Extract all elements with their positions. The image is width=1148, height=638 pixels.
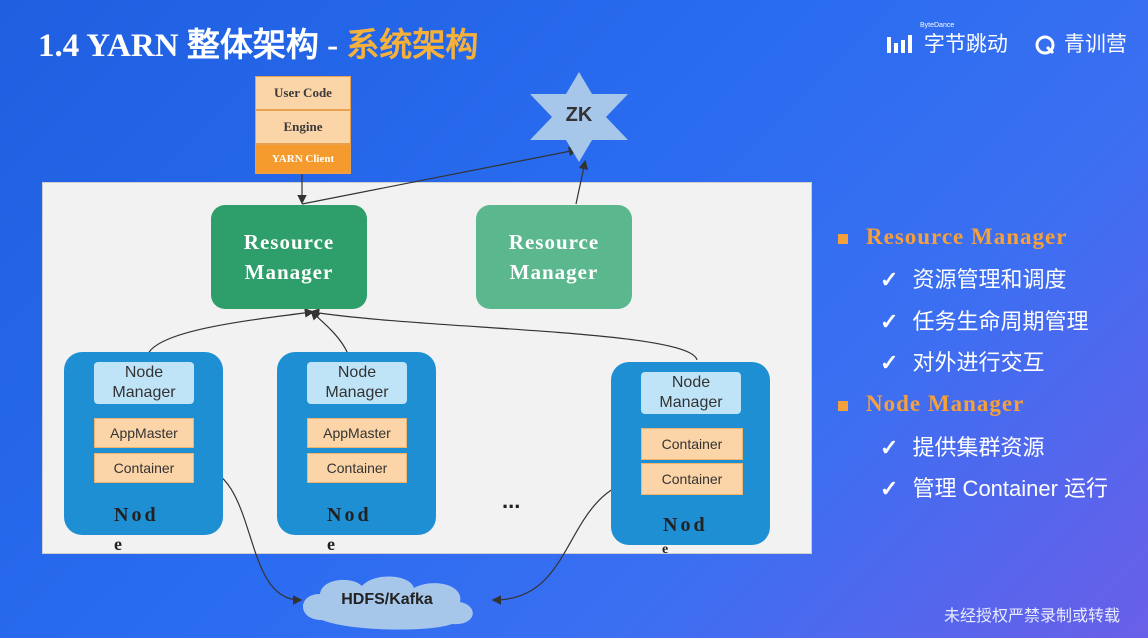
rm-item-2-text: 任务生命周期管理 bbox=[912, 309, 1089, 334]
check-icon: ✓ bbox=[880, 350, 899, 375]
nm-item-2: ✓ 管理 Container 运行 bbox=[880, 471, 1108, 503]
yarn-client-box: YARN Client bbox=[255, 144, 351, 174]
bullet-square-icon bbox=[838, 400, 848, 411]
star-icon bbox=[530, 72, 628, 162]
check-icon: ✓ bbox=[880, 309, 899, 334]
title-accent: 系统架构 bbox=[346, 28, 479, 64]
resource-manager-active: Resource Manager bbox=[211, 205, 367, 309]
rm-item-2: ✓ 任务生命周期管理 bbox=[880, 304, 1088, 336]
rm-item-3-text: 对外进行交互 bbox=[912, 350, 1045, 375]
check-icon: ✓ bbox=[880, 267, 899, 292]
resource-manager-standby: Resource Manager bbox=[476, 205, 632, 309]
node-label-1: Nod bbox=[114, 504, 159, 526]
bullet-square-icon bbox=[838, 233, 848, 244]
node-label-3b: e bbox=[662, 542, 672, 557]
bytedance-logo: ByteDance 字节跳动 bbox=[886, 22, 1008, 58]
nm-header: Node Manager bbox=[838, 391, 1024, 417]
node-label-2b: e bbox=[327, 534, 338, 554]
rm-item-1-text: 资源管理和调度 bbox=[912, 267, 1067, 292]
hdfs-kafka-storage: HDFS/Kafka bbox=[292, 572, 482, 630]
node-3: Node Manager Container Container Nod bbox=[611, 362, 770, 545]
appmaster-1: AppMaster bbox=[94, 418, 194, 448]
rm-header: Resource Manager bbox=[838, 224, 1067, 250]
brand-camp: 青训营 bbox=[1063, 33, 1127, 56]
bytedance-logo-icon bbox=[887, 35, 912, 54]
node-label-2: Nod bbox=[327, 504, 372, 526]
node-2: Node Manager AppMaster Container Nod bbox=[277, 352, 436, 535]
node-manager-2: Node Manager bbox=[307, 362, 407, 404]
check-icon: ✓ bbox=[880, 435, 899, 460]
camp-logo-icon bbox=[1035, 35, 1055, 55]
node-label-3: Nod bbox=[663, 514, 708, 536]
container-2: Container bbox=[307, 453, 407, 483]
container-1: Container bbox=[94, 453, 194, 483]
rm-item-1: ✓ 资源管理和调度 bbox=[880, 262, 1066, 294]
yarn-client-stack: User Code Engine YARN Client bbox=[255, 76, 351, 174]
zookeeper-node: ZK bbox=[530, 72, 628, 162]
title-main: 1.4 YARN 整体架构 - bbox=[38, 28, 347, 64]
hdfs-label: HDFS/Kafka bbox=[341, 591, 433, 608]
more-nodes-ellipsis: ... bbox=[502, 488, 521, 513]
node-label-1b: e bbox=[114, 534, 125, 554]
node-manager-1: Node Manager bbox=[94, 362, 194, 404]
nm-item-1-text: 提供集群资源 bbox=[912, 435, 1045, 460]
container-3a: Container bbox=[641, 428, 743, 460]
zk-label: ZK bbox=[565, 104, 593, 126]
nm-item-1: ✓ 提供集群资源 bbox=[880, 430, 1044, 462]
nm-header-text: Node Manager bbox=[866, 391, 1025, 416]
engine-box: Engine bbox=[255, 110, 351, 144]
copyright-notice: 未经授权严禁录制或转载 bbox=[943, 608, 1120, 625]
page-title: 1.4 YARN 整体架构 - 系统架构 bbox=[38, 18, 478, 66]
container-3b: Container bbox=[641, 463, 743, 495]
cloud-icon bbox=[302, 576, 473, 630]
camp-logo: 青训营 bbox=[1034, 28, 1127, 58]
brand-bytedance: 字节跳动 bbox=[923, 33, 1008, 56]
rm-header-text: Resource Manager bbox=[866, 224, 1068, 249]
check-icon: ✓ bbox=[880, 476, 899, 501]
user-code-box: User Code bbox=[255, 76, 351, 110]
node-1: Node Manager AppMaster Container Nod bbox=[64, 352, 223, 535]
brand-small-text: ByteDance bbox=[920, 22, 955, 29]
rm-item-3: ✓ 对外进行交互 bbox=[880, 345, 1044, 377]
appmaster-2: AppMaster bbox=[307, 418, 407, 448]
node-manager-3: Node Manager bbox=[641, 372, 741, 414]
nm-item-2-text: 管理 Container 运行 bbox=[912, 476, 1109, 501]
